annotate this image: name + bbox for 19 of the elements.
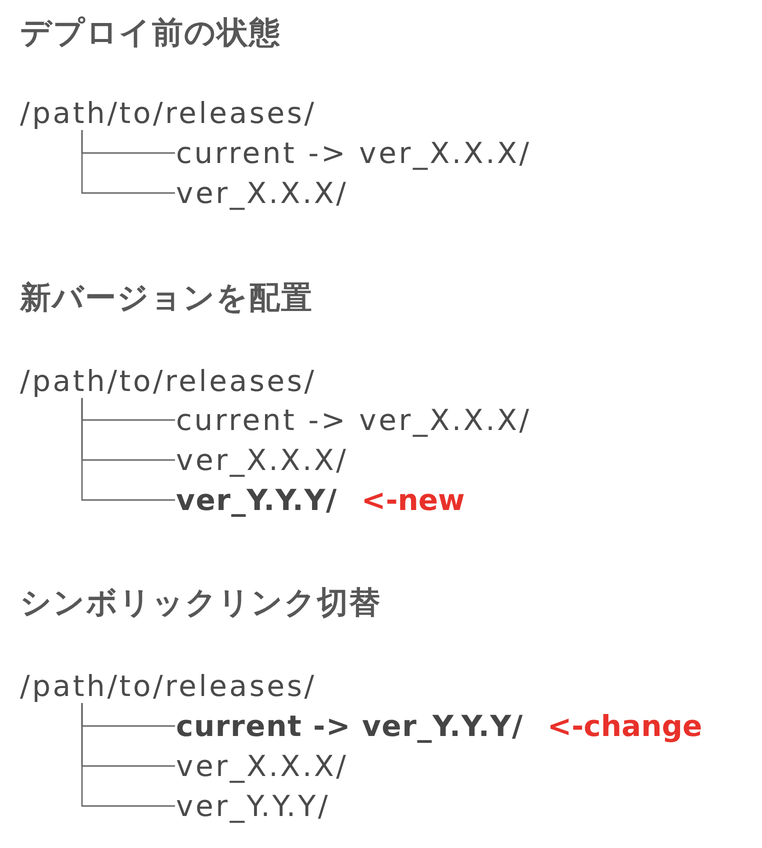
- tree-entry: ver_Y.Y.Y/: [176, 789, 330, 823]
- tree-branch-line: [81, 130, 175, 194]
- annotation-text: <-change: [547, 709, 702, 743]
- tree-branch-line: [81, 703, 175, 807]
- tree-entry: ver_X.X.X/: [176, 176, 348, 210]
- directory-path: /path/to/releases/: [20, 669, 316, 703]
- tree-entry: ver_Y.Y.Y/: [176, 483, 338, 517]
- tree-entry: current -> ver_X.X.X/: [176, 403, 532, 437]
- annotation-text: <-new: [361, 483, 465, 517]
- directory-path: /path/to/releases/: [20, 96, 316, 130]
- tree-entry: current -> ver_Y.Y.Y/: [176, 709, 524, 743]
- section-heading: デプロイ前の状態: [20, 15, 281, 51]
- section-heading: 新バージョンを配置: [20, 280, 313, 316]
- tree-entry: ver_X.X.X/: [176, 443, 348, 477]
- tree-branch-line: [81, 398, 175, 501]
- tree-entry: ver_X.X.X/: [176, 749, 348, 783]
- section-heading: シンボリックリンク切替: [20, 585, 381, 621]
- tree-entry: current -> ver_X.X.X/: [176, 136, 532, 170]
- directory-path: /path/to/releases/: [20, 364, 316, 398]
